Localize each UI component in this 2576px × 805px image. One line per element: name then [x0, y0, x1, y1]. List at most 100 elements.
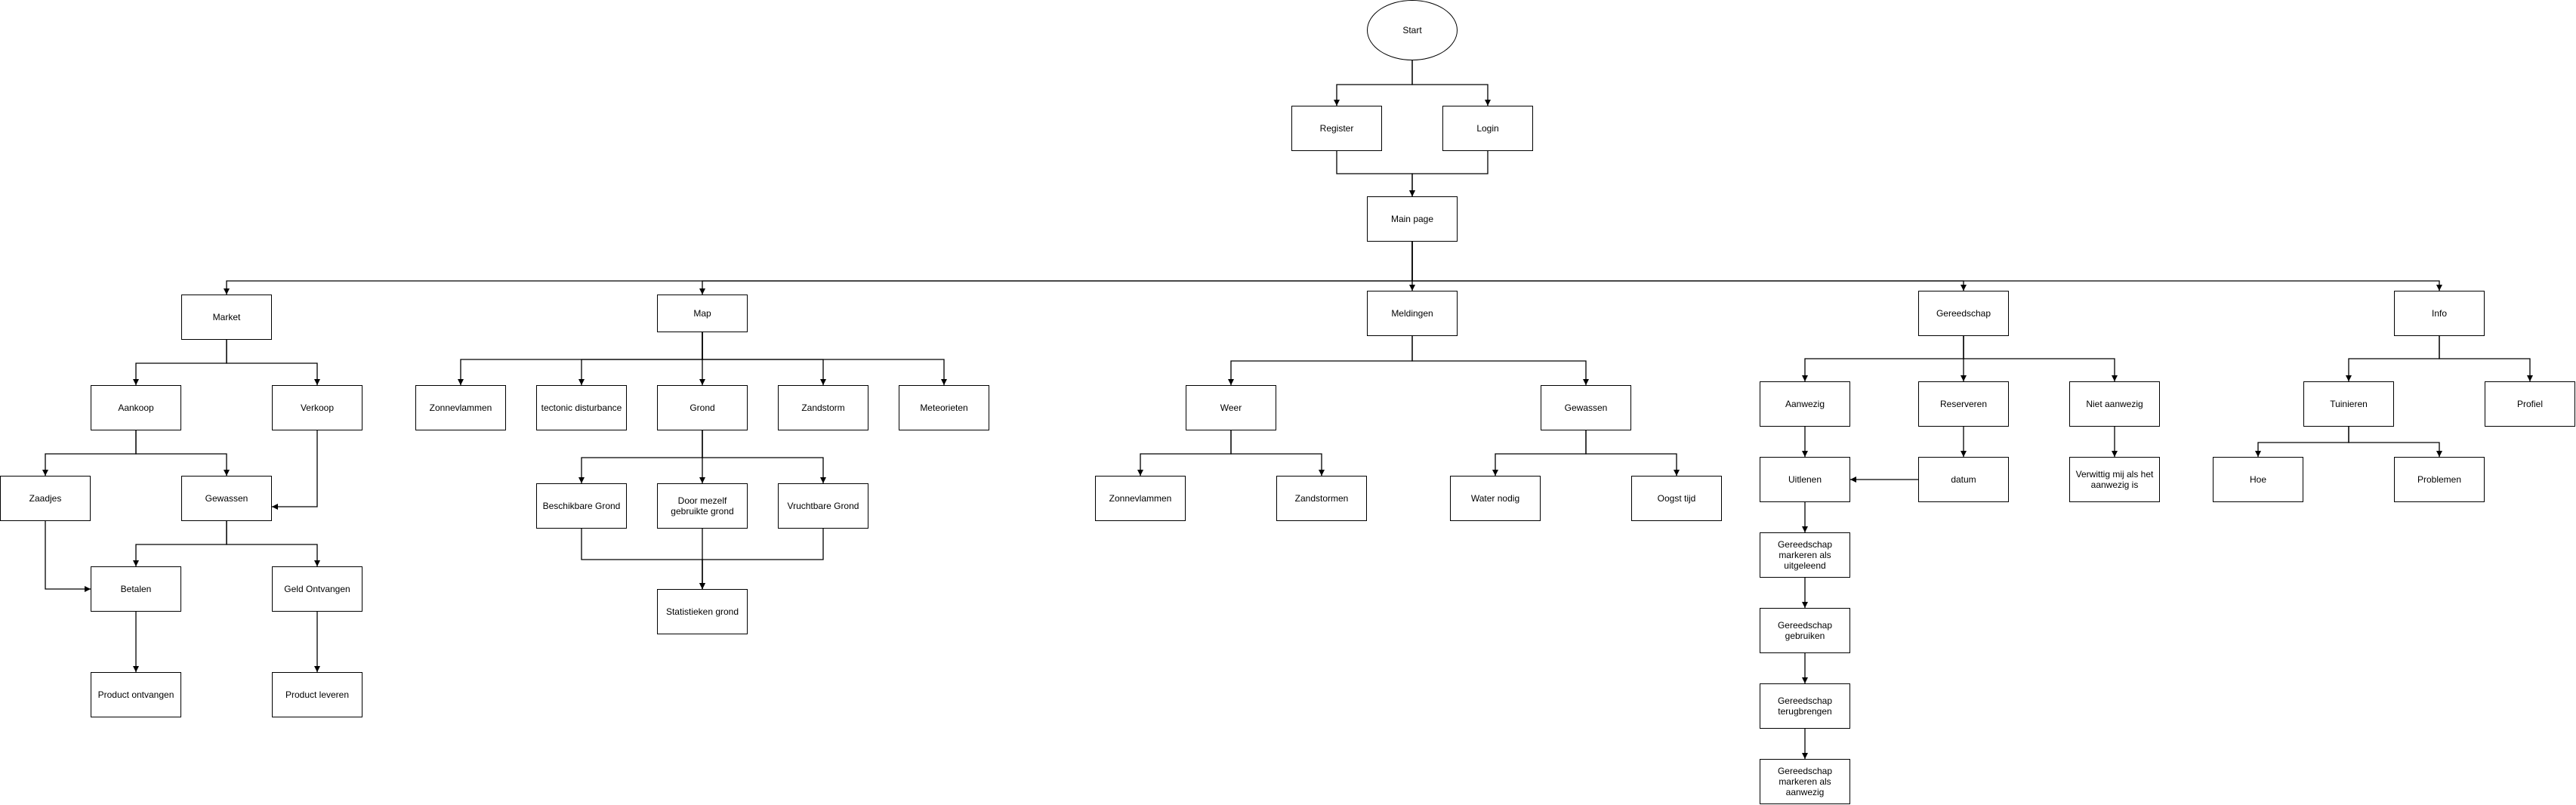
edge-weer-to-zonnevlammen_w: [1137, 430, 1232, 476]
node-label: Weer: [1220, 402, 1242, 413]
node-zandstormen[interactable]: Zandstormen: [1276, 476, 1367, 521]
node-label: Zonnevlammen: [429, 402, 492, 413]
node-label: Gereedschap terugbrengen: [1777, 696, 1833, 717]
edge-login-to-main: [1409, 151, 1489, 196]
node-statistieken[interactable]: Statistieken grond: [657, 589, 748, 634]
node-label: Aanwezig: [1785, 399, 1825, 409]
node-map[interactable]: Map: [657, 295, 748, 332]
node-label: Problemen: [2417, 474, 2462, 485]
node-reserveren[interactable]: Reserveren: [1918, 381, 2009, 427]
edge-tuinieren-to-hoe: [2255, 427, 2349, 457]
node-label: Niet aanwezig: [2086, 399, 2143, 409]
node-label: Tuinieren: [2330, 399, 2368, 409]
node-label: Door mezelf gebruikte grond: [671, 495, 734, 517]
node-meldingen[interactable]: Meldingen: [1367, 291, 1458, 336]
edge-zaadjes-to-betalen: [45, 521, 91, 592]
node-meteorieten[interactable]: Meteorieten: [899, 385, 989, 430]
node-gewassen-m[interactable]: Gewassen: [181, 476, 272, 521]
node-vruchtbare[interactable]: Vruchtbare Grond: [778, 483, 868, 529]
node-market[interactable]: Market: [181, 295, 272, 340]
node-label: Main page: [1390, 214, 1434, 224]
node-label: Water nodig: [1470, 493, 1520, 504]
node-product-leveren[interactable]: Product leveren: [272, 672, 362, 717]
node-waternodig[interactable]: Water nodig: [1450, 476, 1541, 521]
edge-info-to-profiel: [2439, 336, 2533, 381]
node-label: Zandstorm: [801, 402, 845, 413]
node-weer[interactable]: Weer: [1186, 385, 1276, 430]
node-label: Gereedschap: [1936, 308, 1991, 319]
node-betalen[interactable]: Betalen: [91, 566, 181, 612]
node-label: Meteorieten: [920, 402, 968, 413]
node-label: Reserveren: [1939, 399, 1988, 409]
edge-gewassen_m-to-betalen: [133, 521, 227, 566]
node-oogsttijd[interactable]: Oogst tijd: [1631, 476, 1722, 521]
node-label: Start: [1402, 25, 1422, 35]
node-login[interactable]: Login: [1442, 106, 1533, 151]
node-info[interactable]: Info: [2394, 291, 2485, 336]
node-zonnevlammen-w[interactable]: Zonnevlammen: [1095, 476, 1186, 521]
edge-start-to-register: [1334, 60, 1413, 106]
edge-main-to-gereedschap: [1411, 242, 1967, 291]
edge-market-to-aankoop: [133, 340, 227, 385]
node-aankoop[interactable]: Aankoop: [91, 385, 181, 430]
node-doormezelf[interactable]: Door mezelf gebruikte grond: [657, 483, 748, 529]
node-label: Map: [693, 308, 711, 319]
node-zonnevlammen-map[interactable]: Zonnevlammen: [415, 385, 506, 430]
node-label: Hoe: [2249, 474, 2266, 485]
node-label: Gewassen: [1564, 402, 1608, 413]
node-gebruiken[interactable]: Gereedschap gebruiken: [1760, 608, 1850, 653]
node-tectonic[interactable]: tectonic disturbance: [536, 385, 627, 430]
node-uitlenen[interactable]: Uitlenen: [1760, 457, 1850, 502]
edge-gereedschap-to-nietaanwezig: [1963, 336, 2118, 381]
node-tuinieren[interactable]: Tuinieren: [2303, 381, 2394, 427]
node-main[interactable]: Main page: [1367, 196, 1458, 242]
node-profiel[interactable]: Profiel: [2485, 381, 2575, 427]
node-zandstorm[interactable]: Zandstorm: [778, 385, 868, 430]
edge-register-to-main: [1336, 151, 1415, 196]
node-verwittig[interactable]: Verwittig mij als het aanwezig is: [2069, 457, 2160, 502]
node-label: Zonnevlammen: [1109, 493, 1172, 504]
node-label: Betalen: [120, 584, 152, 594]
node-nietaanwezig[interactable]: Niet aanwezig: [2069, 381, 2160, 427]
node-label: tectonic disturbance: [541, 402, 622, 413]
edge-aankoop-to-zaadjes: [42, 430, 137, 476]
node-markeren-uit[interactable]: Gereedschap markeren als uitgeleend: [1760, 532, 1850, 578]
edge-gewassen_meld-to-oogsttijd: [1585, 430, 1680, 476]
node-aanwezig[interactable]: Aanwezig: [1760, 381, 1850, 427]
node-markeren-aan[interactable]: Gereedschap markeren als aanwezig: [1760, 759, 1850, 804]
node-label: Zaadjes: [29, 493, 62, 504]
edge-beschikbare-to-statistieken: [581, 529, 705, 589]
node-beschikbare[interactable]: Beschikbare Grond: [536, 483, 627, 529]
node-label: Statistieken grond: [665, 606, 739, 617]
node-label: Grond: [690, 402, 715, 413]
edge-market-to-verkoop: [226, 340, 320, 385]
node-register[interactable]: Register: [1291, 106, 1382, 151]
node-zaadjes[interactable]: Zaadjes: [0, 476, 91, 521]
node-verkoop[interactable]: Verkoop: [272, 385, 362, 430]
node-label: datum: [1951, 474, 1976, 485]
node-gewassen-meld[interactable]: Gewassen: [1541, 385, 1631, 430]
edge-info-to-tuinieren: [2346, 336, 2440, 381]
node-hoe[interactable]: Hoe: [2213, 457, 2303, 502]
node-grond[interactable]: Grond: [657, 385, 748, 430]
node-label: Product leveren: [285, 689, 350, 700]
node-gereedschap[interactable]: Gereedschap: [1918, 291, 2009, 336]
node-start[interactable]: Start: [1367, 0, 1458, 60]
node-problemen[interactable]: Problemen: [2394, 457, 2485, 502]
node-geld[interactable]: Geld Ontvangen: [272, 566, 362, 612]
node-label: Login: [1476, 123, 1499, 134]
edge-tuinieren-to-problemen: [2348, 427, 2442, 457]
node-label: Gereedschap markeren als aanwezig: [1777, 766, 1833, 797]
node-datum[interactable]: datum: [1918, 457, 2009, 502]
node-label: Product ontvangen: [97, 689, 174, 700]
node-label: Info: [2431, 308, 2447, 319]
edge-gewassen_m-to-geld: [226, 521, 320, 566]
edge-start-to-login: [1411, 60, 1491, 106]
node-label: Verkoop: [300, 402, 335, 413]
edge-grond-to-beschikbare: [578, 430, 703, 483]
node-product-ontvangen[interactable]: Product ontvangen: [91, 672, 181, 717]
node-terugbrengen[interactable]: Gereedschap terugbrengen: [1760, 683, 1850, 729]
node-label: Profiel: [2516, 399, 2543, 409]
